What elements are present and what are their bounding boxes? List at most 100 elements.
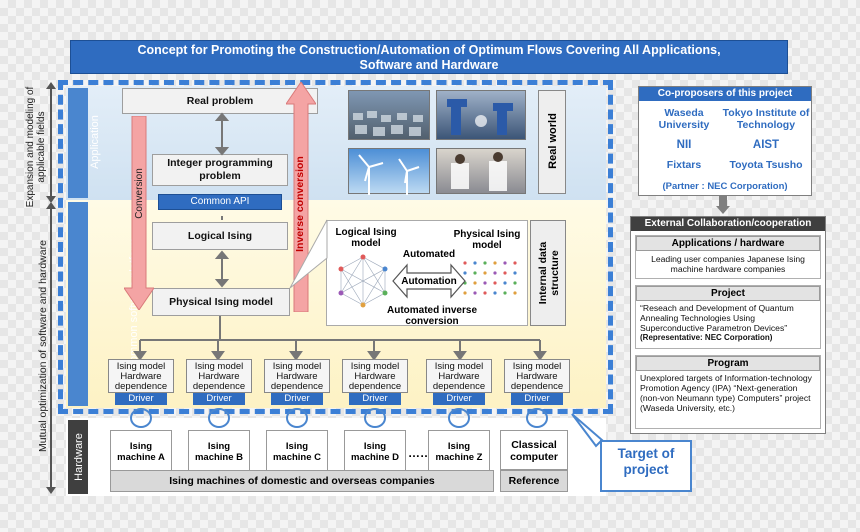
dependence-label-z: Ising model Hardware dependence — [432, 361, 486, 392]
automation-callout: Logical Ising model Physical Ising model… — [326, 220, 528, 327]
section-program: Program Unexplored targets of Informatio… — [635, 355, 821, 429]
common-api-label: Common API — [190, 196, 250, 207]
dependence-box-classical: Ising model Hardware dependence — [504, 359, 570, 393]
dependence-label-a: Ising model Hardware dependence — [114, 361, 168, 392]
waseda-label: Waseda University — [658, 107, 710, 131]
section-project-rep: (Representative: NEC Corporation) — [640, 333, 773, 342]
driver-z: Driver — [433, 393, 485, 405]
real-problem-box: Real problem — [122, 88, 318, 114]
target-label: Target of project — [617, 446, 675, 477]
real-problem-label: Real problem — [186, 95, 254, 107]
logical-ising-box: Logical Ising — [152, 222, 288, 250]
dependence-label-classical: Ising model Hardware dependence — [510, 361, 564, 392]
panel-connector-arrow — [716, 196, 730, 214]
dependence-box-c: Ising model Hardware dependence — [264, 359, 330, 393]
conversion-label: Conversion — [120, 168, 160, 230]
robot-photo — [436, 90, 526, 140]
lab-photo — [436, 148, 526, 194]
mutual-label: Mutual optimization of software and hard… — [37, 206, 49, 486]
external-collab-panel: External Collaboration/cooperation Appli… — [630, 216, 826, 434]
aist-label: AIST — [752, 139, 780, 151]
callout-pointer — [289, 219, 328, 289]
tokyo-tech-label: Tokyo Institute of Technology — [722, 107, 810, 131]
dependence-label-c: Ising model Hardware dependence — [270, 361, 324, 392]
mutual-arrow — [50, 206, 52, 490]
tab-application: Application — [68, 88, 101, 198]
integer-problem-label: Integer programming problem — [167, 157, 273, 182]
section-project: Project “Reseach and Development of Quan… — [635, 285, 821, 349]
dependence-label-d: Ising model Hardware dependence — [348, 361, 402, 392]
inverse-conversion-arrow — [286, 82, 316, 312]
fixstars-label: Fixtars — [666, 159, 702, 171]
section-applications: Applications / hardware Leading user com… — [635, 235, 821, 279]
classical-computer-box: Classical computer — [500, 430, 568, 470]
section-program-body: Unexplored targets of Information-techno… — [640, 373, 812, 413]
conversion-label-text: Conversion — [133, 168, 145, 219]
automation-label: Automation — [401, 276, 457, 287]
internal-data-tag: Internal data structure — [530, 220, 566, 326]
mutual-label-text: Mutual optimization of software and hard… — [37, 240, 49, 452]
target-of-project: Target of project — [600, 440, 692, 492]
physical-model-label: Physical Ising model — [453, 229, 521, 251]
classical-computer-label: Classical computer — [510, 439, 558, 463]
mutual-arrow-head-up — [46, 202, 56, 209]
physical-ising-label: Physical Ising model — [169, 296, 273, 308]
ising-machine-z-label: Ising machine Z — [435, 441, 483, 463]
title-line-2: Software and Hardware — [359, 58, 499, 72]
dependence-box-z: Ising model Hardware dependence — [426, 359, 492, 393]
conversion-arrow — [124, 116, 154, 310]
section-project-body: “Reseach and Development of Quantum Anne… — [640, 303, 794, 333]
mutual-arrow-head-down — [46, 487, 56, 494]
driver-d: Driver — [349, 393, 401, 405]
machine-ellipsis: …… — [408, 446, 432, 460]
integer-problem-box: Integer programming problem — [152, 154, 288, 186]
driver-c: Driver — [271, 393, 323, 405]
dependence-label-b: Ising model Hardware dependence — [192, 361, 246, 392]
expansion-label: Expansion and modeling of applicable fie… — [25, 77, 47, 217]
main-title: Concept for Promoting the Construction/A… — [70, 40, 788, 74]
dependence-box-a: Ising model Hardware dependence — [108, 359, 174, 393]
ising-machine-a-label: Ising machine A — [117, 441, 165, 463]
driver-classical: Driver — [511, 393, 563, 405]
physical-ising-box: Physical Ising model — [152, 288, 290, 316]
external-collab-header: External Collaboration/cooperation — [631, 217, 825, 231]
partner-label: (Partner : NEC Corporation) — [662, 181, 788, 192]
section-program-title: Program — [636, 356, 820, 371]
ising-machines-bar: Ising machines of domestic and overseas … — [110, 470, 494, 492]
tab-hardware-label: Hardware — [72, 433, 85, 481]
co-proposers-header: Co-proposers of this project — [639, 87, 811, 101]
co-proposers-panel: Co-proposers of this project Waseda Univ… — [638, 86, 812, 196]
automated-label: Automated — [402, 249, 456, 260]
automation-double-arrow — [392, 263, 466, 299]
driver-connectors — [130, 408, 548, 428]
section-applications-body: Leading user companies Japanese Ising ma… — [651, 254, 805, 274]
traffic-photo — [348, 90, 430, 140]
physical-lattice — [463, 261, 517, 295]
dependence-box-d: Ising model Hardware dependence — [342, 359, 408, 393]
reference-bar: Reference — [500, 470, 568, 492]
logical-ising-label: Logical Ising — [187, 230, 253, 242]
target-pointer — [571, 413, 604, 448]
expansion-arrow-head-down — [46, 196, 56, 203]
title-line-1: Concept for Promoting the Construction/A… — [137, 43, 721, 57]
ising-machine-d-label: Ising machine D — [350, 441, 400, 463]
automated-inverse-label: Automated inverse conversion — [386, 305, 478, 327]
expansion-arrow — [50, 86, 52, 198]
common-api-box: Common API — [158, 194, 282, 210]
flow-connectors — [214, 112, 230, 288]
ising-machine-b-label: Ising machine B — [194, 441, 244, 463]
real-world-label: Real world — [546, 113, 559, 169]
wind-turbine-photo — [348, 148, 430, 195]
driver-a: Driver — [115, 393, 167, 405]
real-world-tag: Real world — [538, 90, 566, 194]
ising-machine-c-label: Ising machine C — [272, 441, 322, 463]
section-project-title: Project — [636, 286, 820, 301]
dependence-box-b: Ising model Hardware dependence — [186, 359, 252, 393]
project-boundary — [58, 80, 613, 414]
logical-graph — [338, 254, 388, 308]
distribution-lines — [133, 316, 547, 360]
nii-label: NII — [676, 139, 692, 151]
toyota-label: Toyota Tsusho — [729, 159, 803, 171]
driver-b: Driver — [193, 393, 245, 405]
tab-hardware: Hardware — [68, 420, 88, 494]
